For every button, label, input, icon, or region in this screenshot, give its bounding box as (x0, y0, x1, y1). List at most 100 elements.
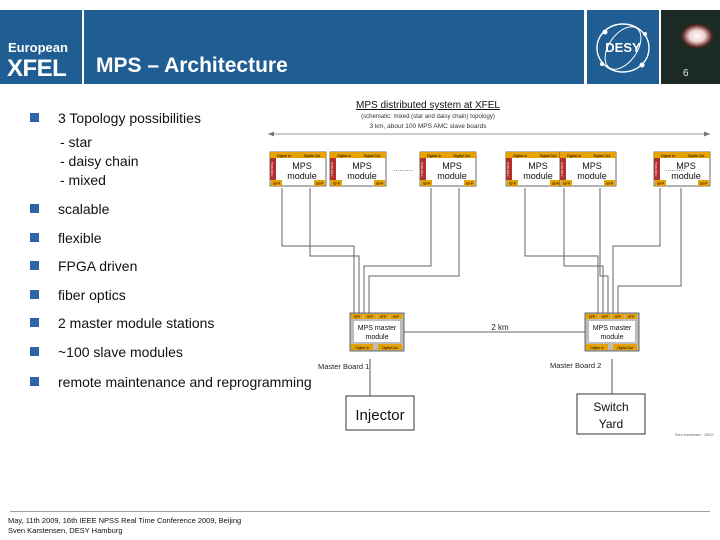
slide-title: MPS – Architecture (96, 54, 288, 77)
sfp-port (604, 180, 615, 186)
module-label-2: module (347, 171, 377, 181)
sfp-port (561, 180, 572, 186)
header-photo (661, 10, 720, 84)
diagram-subtitle-2: 3 km, about 100 MPS AMC slave boards (369, 123, 487, 130)
control-strip (330, 158, 336, 180)
master-label: MPS master (593, 325, 632, 332)
digital-in-tag (420, 152, 448, 158)
module-label-2: module (287, 171, 317, 181)
injector-label: Injector (355, 407, 404, 424)
sfp-label: SFP (423, 182, 431, 186)
sfp-label: SFP (376, 182, 384, 186)
control-strip (506, 158, 512, 180)
sfp-port (586, 314, 598, 319)
digital-out-tag (298, 152, 326, 158)
module-label: MPS (676, 161, 696, 171)
bullet-text: scalable (58, 201, 110, 217)
diagram-credit: Sven Karstensen · DESY (675, 433, 715, 437)
sfp-label: SFP (628, 315, 634, 319)
bullet-square-icon (30, 113, 39, 122)
module-label-2: module (671, 171, 701, 181)
master-label-2: module (366, 334, 389, 341)
title-bar: MPS – Architecture (84, 10, 584, 84)
digital-in-tag (330, 152, 358, 158)
master-label: MPS master (358, 325, 397, 332)
digital-out-label: Digital Out (382, 346, 398, 350)
sfp-label: SFP (466, 182, 474, 186)
sfp-label: SFP (354, 315, 360, 319)
bullet-text: flexible (58, 230, 102, 246)
digital-in-label: Digital In (427, 154, 441, 158)
sfp-label: SFP (563, 182, 571, 186)
sfp-port (550, 180, 561, 186)
footer-line-1: May, 11th 2009, 16th IEEE NPSS Real Time… (8, 516, 242, 525)
sfp-label: SFP (393, 315, 399, 319)
digital-out-tag (682, 152, 710, 158)
arrow-left-icon (268, 131, 274, 137)
module-label-2: module (523, 171, 553, 181)
desy-logo-icon: DESY (596, 23, 650, 73)
ellipsis-right: ......... (665, 164, 685, 173)
digital-out-label: Digital Out (594, 154, 611, 158)
digital-out-label: Digital Out (364, 154, 381, 158)
digital-out-tag (378, 344, 402, 350)
sfp-port (377, 314, 389, 319)
footer-line-2: Sven Karstensen, DESY Hamburg (8, 526, 123, 535)
page-number: 6 (683, 68, 689, 79)
sfp-port (698, 180, 709, 186)
sfp-label: SFP (333, 182, 341, 186)
master-label-bg (354, 321, 400, 342)
switch-yard-label-2: Yard (599, 417, 623, 431)
topology-item: - star (60, 134, 92, 150)
digital-out-tag (358, 152, 386, 158)
digital-in-label: Digital In (590, 346, 603, 350)
beam-glow (681, 24, 713, 48)
digital-in-label: Digital In (513, 154, 527, 158)
digital-out-label: Digital Out (540, 154, 557, 158)
bullet-square-icon (30, 347, 39, 356)
sfp-port (625, 314, 637, 319)
sfp-label: SFP (615, 315, 621, 319)
master-label-2: module (601, 334, 624, 341)
bullet-square-icon (30, 261, 39, 270)
sfp-port (271, 180, 282, 186)
digital-in-label: Digital In (277, 154, 291, 158)
sfp-label: SFP (552, 182, 560, 186)
control-label: CONTROL (420, 161, 424, 176)
control-strip (560, 158, 566, 180)
digital-out-tag (534, 152, 562, 158)
sfp-label: SFP (602, 315, 608, 319)
control-label: CONTROL (560, 161, 564, 176)
sfp-port (507, 180, 518, 186)
control-label: CONTROL (270, 161, 274, 176)
bullet-square-icon (30, 377, 39, 386)
sfp-label: SFP (380, 315, 386, 319)
control-strip (654, 158, 660, 180)
module-label-2: module (577, 171, 607, 181)
master-board-1-label: Master Board 1 (318, 362, 369, 371)
sfp-port (351, 314, 363, 319)
sfp-label: SFP (606, 182, 614, 186)
digital-out-tag (588, 152, 616, 158)
digital-in-label: Digital In (337, 154, 351, 158)
bullet-square-icon (30, 204, 39, 213)
topology-item: - daisy chain (60, 153, 139, 169)
control-strip (270, 158, 276, 180)
footer: May, 11th 2009, 16th IEEE NPSS Real Time… (8, 516, 241, 536)
digital-out-tag (613, 344, 637, 350)
digital-out-tag (448, 152, 476, 158)
sfp-port (331, 180, 342, 186)
sfp-label: SFP (273, 182, 281, 186)
digital-in-tag (654, 152, 682, 158)
module-label: MPS (352, 161, 372, 171)
switch-yard-box (576, 393, 646, 435)
control-label: CONTROL (330, 161, 334, 176)
module-label: MPS (442, 161, 462, 171)
digital-in-tag (506, 152, 534, 158)
bullet-text: 2 master module stations (58, 315, 215, 331)
